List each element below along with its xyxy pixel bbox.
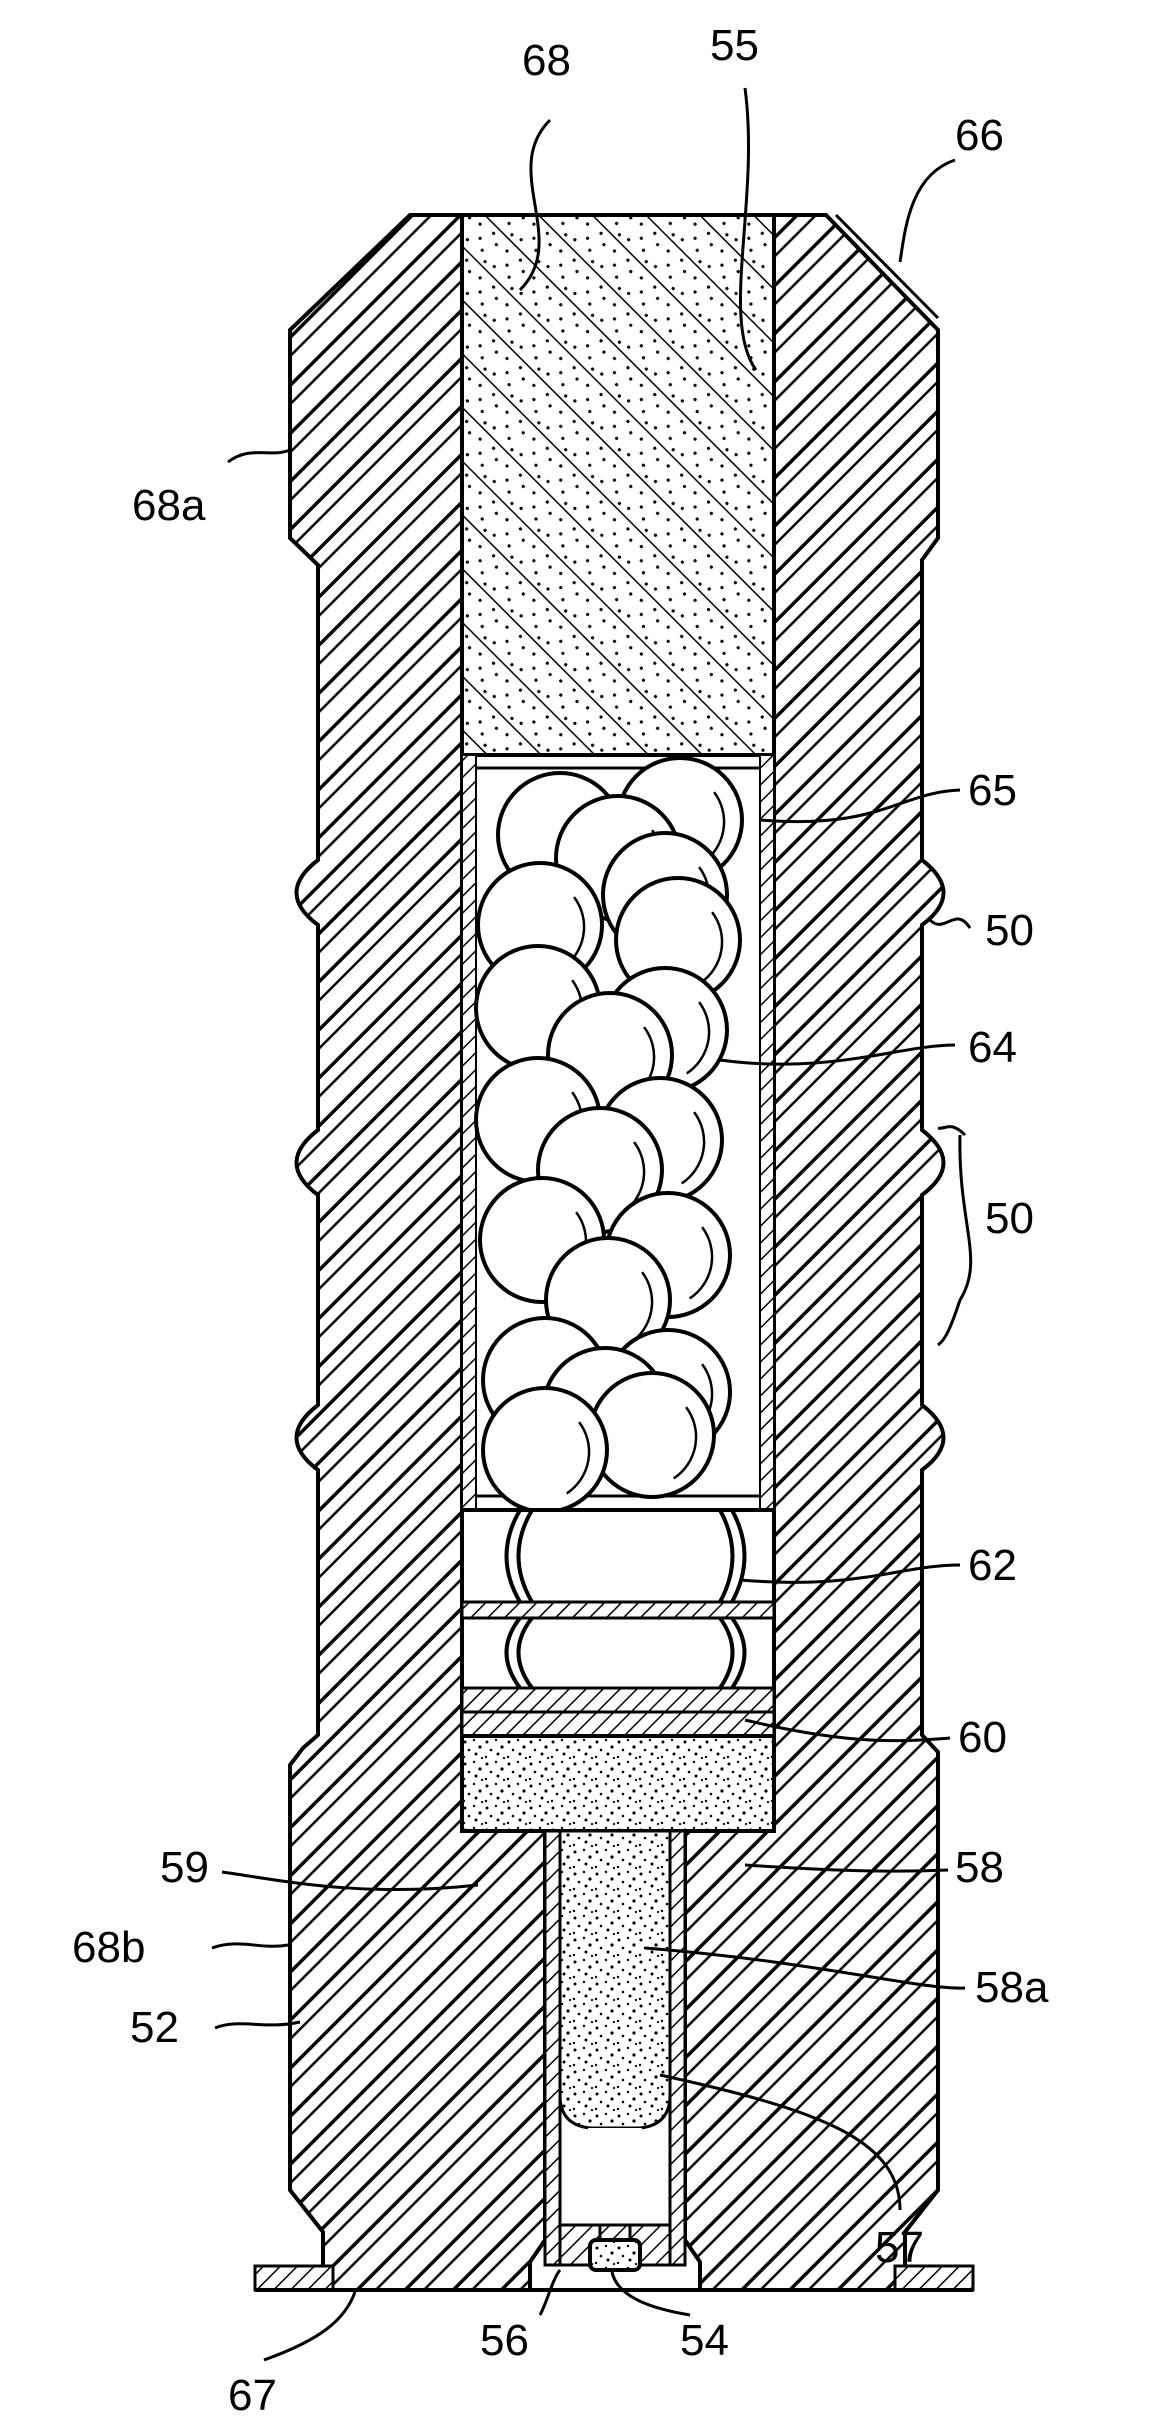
label-50-upper: 50 <box>985 906 1034 955</box>
card-wad <box>462 1712 774 1736</box>
label-58: 58 <box>955 1843 1004 1892</box>
label-66: 66 <box>955 111 1004 160</box>
label-60: 60 <box>958 1713 1007 1762</box>
label-52: 52 <box>130 2003 179 2052</box>
wad-cup <box>462 1510 774 1712</box>
label-54: 54 <box>680 2316 729 2365</box>
top-plug <box>462 215 774 755</box>
label-67: 67 <box>228 2371 277 2420</box>
primer-powder <box>560 1831 670 2128</box>
primer-tube <box>545 1831 685 2265</box>
label-68a: 68a <box>132 481 206 530</box>
pellet-balls <box>476 758 742 1512</box>
label-68: 68 <box>522 36 571 85</box>
label-65: 65 <box>968 766 1017 815</box>
propellant-charge <box>462 1736 774 1831</box>
label-64: 64 <box>968 1023 1017 1072</box>
label-62: 62 <box>968 1541 1017 1590</box>
label-58a: 58a <box>975 1963 1049 2012</box>
label-68b: 68b <box>72 1923 145 1972</box>
label-59: 59 <box>160 1843 209 1892</box>
label-55: 55 <box>710 21 759 70</box>
label-57: 57 <box>875 2223 924 2272</box>
label-56: 56 <box>480 2316 529 2365</box>
label-50-lower: 50 <box>985 1194 1034 1243</box>
